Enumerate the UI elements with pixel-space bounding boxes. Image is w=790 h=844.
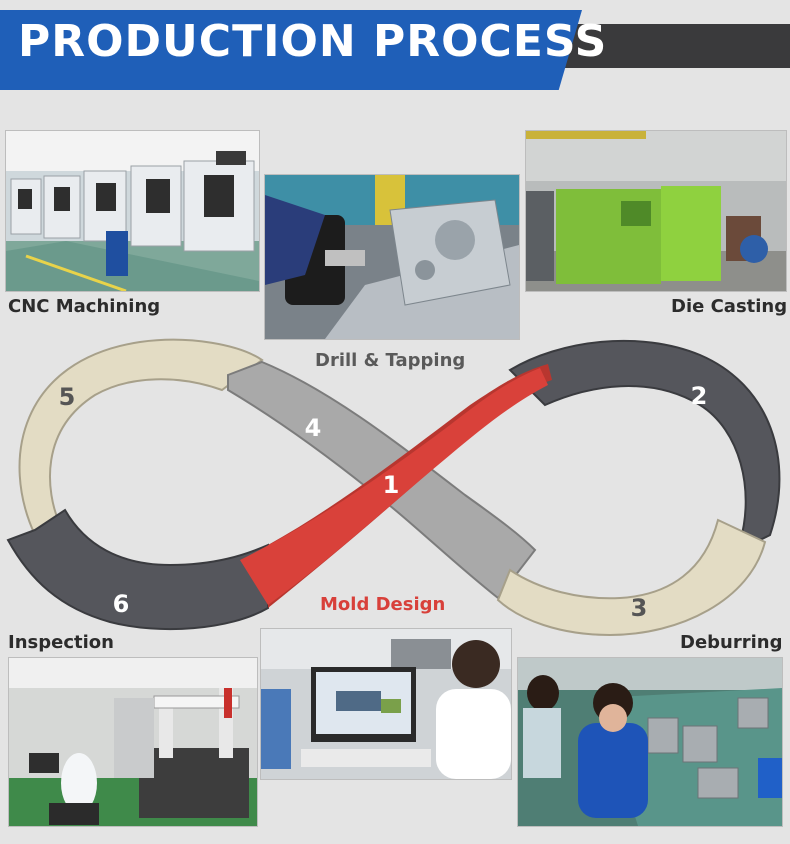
step-4-label: Drill & Tapping [315,350,466,371]
infinity-process-diagram: 5 4 1 2 3 6 [6,338,781,637]
page-title: PRODUCTION PROCESS [18,16,608,67]
step-2-arc [508,339,781,544]
step-6-label: Inspection [8,632,114,653]
step-6-number: 6 [113,590,130,618]
inspection-photo [8,657,258,827]
drill-tapping-photo [264,174,520,340]
step-1-band [240,368,548,605]
step-5-label: CNC Machining [8,296,161,317]
step-2-label: Die Casting [671,296,788,317]
step-5-arc [18,338,264,537]
step-5-number: 5 [59,383,76,411]
step-3-number: 3 [631,594,648,622]
step-3-label: Deburring [680,632,783,653]
die-casting-photo [525,130,787,292]
step-1-label: Mold Design [320,594,446,615]
mold-design-photo [260,628,512,780]
cnc-machining-photo [5,130,260,292]
step-3-arc [496,518,767,637]
deburring-photo [517,657,783,827]
step-4-number: 4 [305,414,322,442]
step-6-arc [6,508,269,631]
step-1-number: 1 [383,471,400,499]
title-banner [0,10,582,90]
title-accent-bar [560,24,790,68]
step-2-number: 2 [691,382,708,410]
